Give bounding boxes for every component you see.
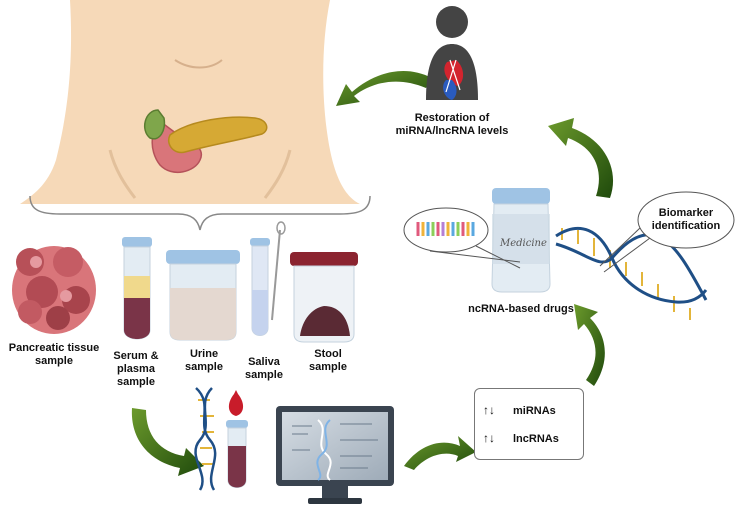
saliva-label: Saliva sample — [245, 356, 283, 381]
pancreatic-label: Pancreatic tissue sample — [8, 342, 100, 367]
dna-helix — [555, 226, 708, 320]
mirnas-label: miRNAs — [513, 405, 556, 417]
medicine-label: Medicine — [500, 238, 547, 249]
biomarker-callout — [599, 191, 735, 273]
stool-label: Stool sample — [309, 348, 347, 373]
torso-illustration — [20, 0, 371, 231]
sequence-callout — [403, 207, 521, 269]
dna-strand-small — [194, 387, 217, 491]
ncrna-drugs-label: ncRNA-based drugs — [468, 303, 574, 315]
serum-tube — [122, 237, 152, 340]
ncrna-legend: ↑↓ miRNAs ↑↓ lncRNAs — [474, 388, 584, 460]
restoration-label: Restoration of miRNA/lncRNA levels — [395, 112, 509, 137]
computer-monitor — [276, 406, 394, 504]
blood-tube — [226, 390, 248, 488]
pancreatic-tissue — [12, 246, 96, 334]
legend-mirnas: ↑↓ miRNAs — [483, 403, 556, 417]
updown-arrows-icon: ↑↓ — [483, 431, 495, 445]
arrow-to-legend — [404, 436, 476, 470]
biomarker-label: Biomarker identification — [651, 207, 721, 232]
medicine-bottle — [491, 188, 551, 293]
serum-label: Serum & plasma sample — [113, 350, 159, 388]
legend-lncrnas: ↑↓ lncRNAs — [483, 431, 559, 445]
arrow-to-drugs — [574, 304, 605, 386]
arrow-to-restoration — [548, 118, 614, 198]
patient-silhouette — [426, 6, 478, 100]
arrow-to-torso — [336, 70, 432, 106]
updown-arrows-icon: ↑↓ — [483, 403, 495, 417]
lncrnas-label: lncRNAs — [513, 433, 559, 445]
arrow-to-blood-sample — [131, 408, 204, 476]
urine-cup — [166, 250, 240, 341]
saliva-tube — [250, 221, 286, 336]
urine-label: Urine sample — [185, 348, 223, 373]
stool-jar — [290, 252, 358, 343]
